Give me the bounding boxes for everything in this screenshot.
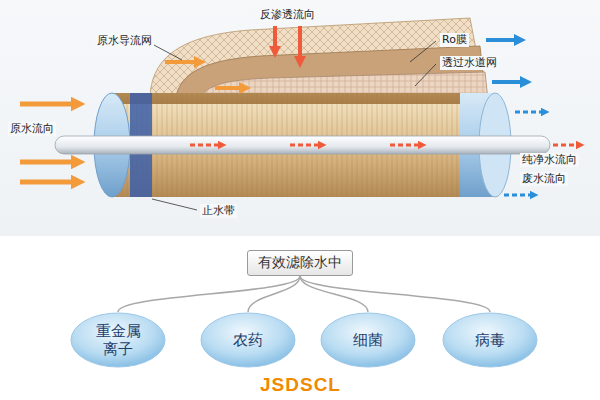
feed-arrow bbox=[20, 102, 78, 107]
feed-arrow bbox=[20, 180, 78, 185]
connector-line bbox=[248, 276, 300, 312]
feed-arrow bbox=[215, 86, 245, 90]
ellipse-shape bbox=[201, 313, 295, 367]
part-label: 原水导流网 bbox=[95, 34, 154, 48]
contaminant-ellipse: 病毒 bbox=[442, 312, 538, 368]
contaminant-ellipse: 农药 bbox=[200, 312, 296, 368]
watermark: JSDSCL bbox=[260, 374, 341, 396]
waste-water-arrow bbox=[515, 111, 545, 114]
node-text: 病毒 bbox=[475, 331, 505, 349]
node-text: 细菌 bbox=[353, 331, 383, 349]
permeate-arrow bbox=[492, 80, 526, 84]
leader-line bbox=[152, 44, 182, 60]
tube-flow-arrow bbox=[190, 144, 222, 147]
part-label: 原水流向 bbox=[8, 122, 56, 136]
part-label: 透过水道网 bbox=[440, 56, 499, 70]
heading-text: 有效滤除水中 bbox=[258, 254, 342, 272]
waste-water-arrow bbox=[504, 194, 534, 197]
heading-box: 有效滤除水中 bbox=[247, 250, 353, 276]
reverse-osmosis-arrow bbox=[298, 26, 302, 62]
part-label: 反渗透流向 bbox=[258, 8, 317, 22]
part-label: 止水带 bbox=[200, 204, 237, 218]
connector-line bbox=[118, 276, 300, 312]
flow-arrows bbox=[20, 26, 580, 195]
permeate-arrow bbox=[486, 38, 520, 42]
tube-flow-arrow bbox=[390, 144, 422, 147]
ellipse-shape bbox=[443, 313, 537, 367]
leader-line bbox=[415, 64, 436, 86]
membrane-sheets bbox=[150, 18, 488, 100]
permeate-tube bbox=[55, 136, 550, 154]
node-text: 农药 bbox=[233, 331, 263, 349]
reverse-osmosis-arrow bbox=[273, 26, 277, 52]
illustration-ground bbox=[0, 0, 600, 236]
ellipse-shape bbox=[71, 313, 165, 367]
node-text: 重金属离子 bbox=[93, 322, 143, 358]
leader-line bbox=[152, 199, 197, 210]
tube-flow-arrow bbox=[290, 144, 322, 147]
connector-line bbox=[300, 276, 368, 312]
leader-line bbox=[410, 41, 436, 62]
part-label: Ro膜 bbox=[440, 33, 469, 47]
connector-line bbox=[300, 276, 490, 312]
pure-water-arrow bbox=[553, 144, 580, 147]
part-label: 废水流向 bbox=[520, 172, 568, 186]
ellipse-shape bbox=[321, 313, 415, 367]
part-label: 纯净水流向 bbox=[520, 153, 579, 167]
contaminant-ellipse: 细菌 bbox=[320, 312, 416, 368]
membrane-roll bbox=[55, 93, 550, 197]
leader-lines bbox=[152, 41, 436, 210]
feed-arrow bbox=[165, 60, 200, 64]
contaminant-ellipse: 重金属离子 bbox=[70, 312, 166, 368]
feed-arrow bbox=[20, 160, 78, 165]
